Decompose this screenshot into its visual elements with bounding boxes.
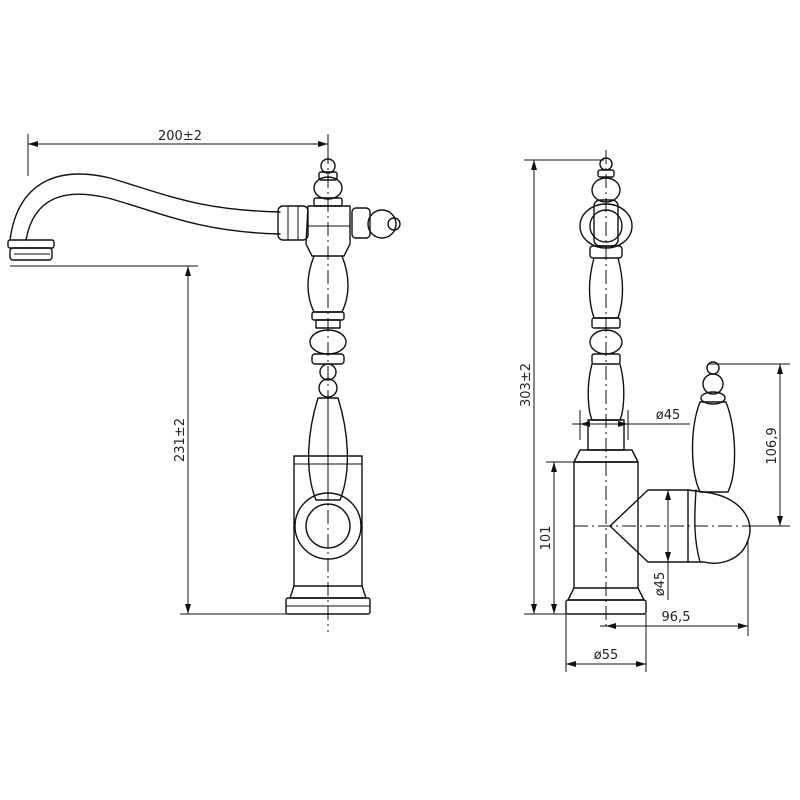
side-view: 303±2 ø45 106,9 101: [519, 150, 790, 672]
dimension-upper-diameter: ø45: [572, 408, 690, 440]
base-diameter-label: ø55: [594, 648, 619, 663]
dimension-total-height: 303±2: [519, 159, 604, 615]
dimension-height-to-spout: 231±2: [10, 265, 290, 615]
dimension-body-height: 101: [539, 461, 574, 614]
body-diameter-label: ø45: [653, 572, 668, 597]
front-view: 200±2 231±2: [7, 129, 401, 632]
dimension-lever-offset: 96,5: [600, 540, 749, 636]
total-height-label: 303±2: [519, 363, 534, 407]
dimension-base-diameter: ø55: [565, 614, 647, 672]
spout: [7, 173, 401, 261]
upper-diameter-label: ø45: [656, 408, 681, 423]
height-to-spout-label: 231±2: [173, 418, 188, 462]
dimension-spout-reach: 200±2: [27, 129, 329, 176]
dimension-lever-height: 106,9: [708, 363, 790, 527]
lever-offset-label: 96,5: [662, 610, 691, 625]
dimension-body-diameter: ø45: [653, 489, 680, 600]
spout-reach-label: 200±2: [158, 129, 202, 144]
body-height-label: 101: [539, 526, 554, 551]
lever-height-label: 106,9: [765, 427, 780, 464]
